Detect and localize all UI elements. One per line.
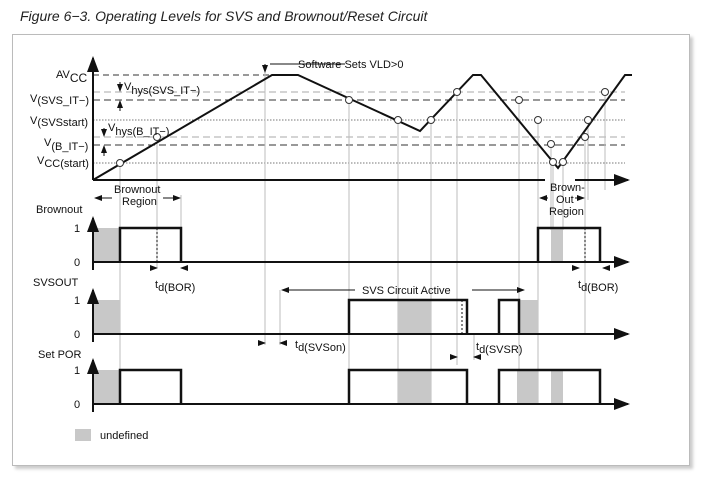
svs-active-label: SVS Circuit Active — [362, 285, 451, 297]
undefined-region — [551, 370, 563, 404]
brownout-region-label-2: Region — [122, 196, 157, 208]
signal-traces — [87, 216, 630, 412]
label-b-it: V(B_IT−) — [44, 137, 88, 153]
undefined-region — [517, 370, 538, 404]
legend-undefined-swatch — [75, 429, 91, 441]
brownout-region-label: Brownout — [114, 184, 160, 196]
level-0: 0 — [74, 399, 80, 411]
signal-high-pulse — [347, 368, 469, 404]
undefined-region — [398, 300, 431, 334]
signal-name-brownout: Brownout — [36, 204, 82, 216]
software-sets-label: Software Sets VLD>0 — [298, 59, 403, 71]
signal-name-svsout: SVSOUT — [33, 277, 79, 289]
label-svs-start: V(SVSstart) — [30, 115, 88, 129]
signal-high-pulse — [497, 368, 602, 404]
label-vhys-b: Vhys(B_IT−) — [108, 122, 169, 138]
undefined-region — [93, 370, 120, 404]
brown-out-label-2: Out — [556, 194, 574, 206]
undefined-region — [93, 300, 120, 334]
undefined-region — [551, 228, 563, 262]
signal-name-set-por: Set POR — [38, 349, 81, 361]
hysteresis-arrows — [101, 82, 123, 156]
voltage-axes — [87, 56, 630, 186]
signal-high-pulse — [118, 226, 183, 262]
label-svs-it: V(SVS_IT−) — [30, 93, 89, 107]
figure-frame — [12, 34, 690, 466]
level-0: 0 — [74, 329, 80, 341]
undefined-region — [93, 228, 120, 262]
level-0: 0 — [74, 257, 80, 269]
level-1: 1 — [74, 223, 80, 235]
td-bor-label-2: td(BOR) — [578, 279, 618, 294]
label-vcc-start: VCC(start) — [37, 155, 89, 170]
signal-high-pulse — [347, 298, 469, 334]
avcc-waveform — [92, 74, 632, 181]
level-lines — [93, 74, 625, 164]
undefined-region — [398, 370, 431, 404]
crossing-points — [116, 88, 609, 167]
label-avcc: AVCC — [56, 69, 88, 85]
legend-undefined-label: undefined — [100, 430, 148, 442]
level-1: 1 — [74, 365, 80, 377]
td-svson-label: td(SVSon) — [295, 339, 346, 354]
td-bor-label: td(BOR) — [155, 279, 195, 294]
signal-high-pulse — [118, 368, 183, 404]
label-vhys-svs: Vhys(SVS_IT−) — [124, 81, 200, 97]
brown-out-label: Brown- — [550, 182, 585, 194]
signal-high-pulse — [497, 298, 521, 334]
brown-out-label-3: Region — [549, 206, 584, 218]
level-1: 1 — [74, 295, 80, 307]
td-svsr-label: td(SVSR) — [476, 341, 522, 356]
signal-high-pulse — [536, 226, 602, 262]
figure-title: Figure 6−3. Operating Levels for SVS and… — [20, 8, 428, 24]
undefined-region — [519, 300, 538, 334]
